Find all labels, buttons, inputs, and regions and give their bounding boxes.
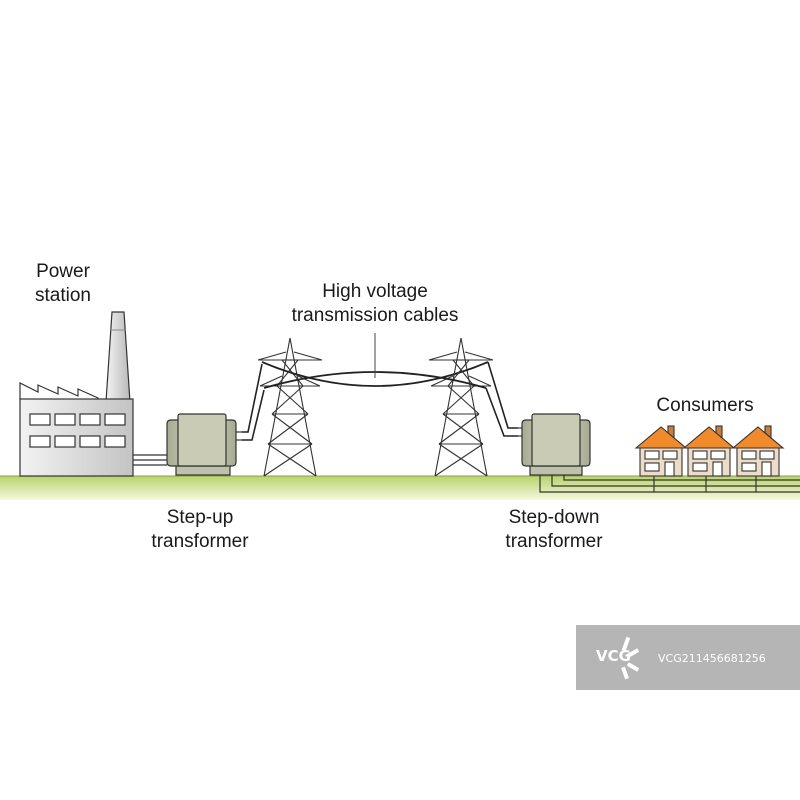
distribution-cables [539,475,800,493]
transformer-icon [166,413,242,476]
cables-label: High voltage transmission cables [291,281,459,326]
factory-icon [19,311,134,477]
watermark-logo: VCG [596,647,631,665]
watermark-logo-icon [621,636,640,680]
uplink-cables [242,363,265,441]
downlink-cables [485,361,518,437]
house-icon [731,425,785,477]
house-icon [682,425,736,477]
watermark-code: VCG211456681256 [658,652,766,665]
watermark: VCG VCG211456681256 [576,625,800,690]
house-icon [634,425,688,477]
transformer-icon [516,413,591,476]
power-station-label: Power station [35,261,91,306]
pylon-icon [257,337,323,477]
consumers-label: Consumers [656,395,754,416]
step-up-transformer-label: Step-up transformer [151,507,249,552]
pylon-icon [428,337,494,477]
station-feeder-cables [133,454,167,466]
step-down-transformer-label: Step-down transformer [505,507,603,552]
